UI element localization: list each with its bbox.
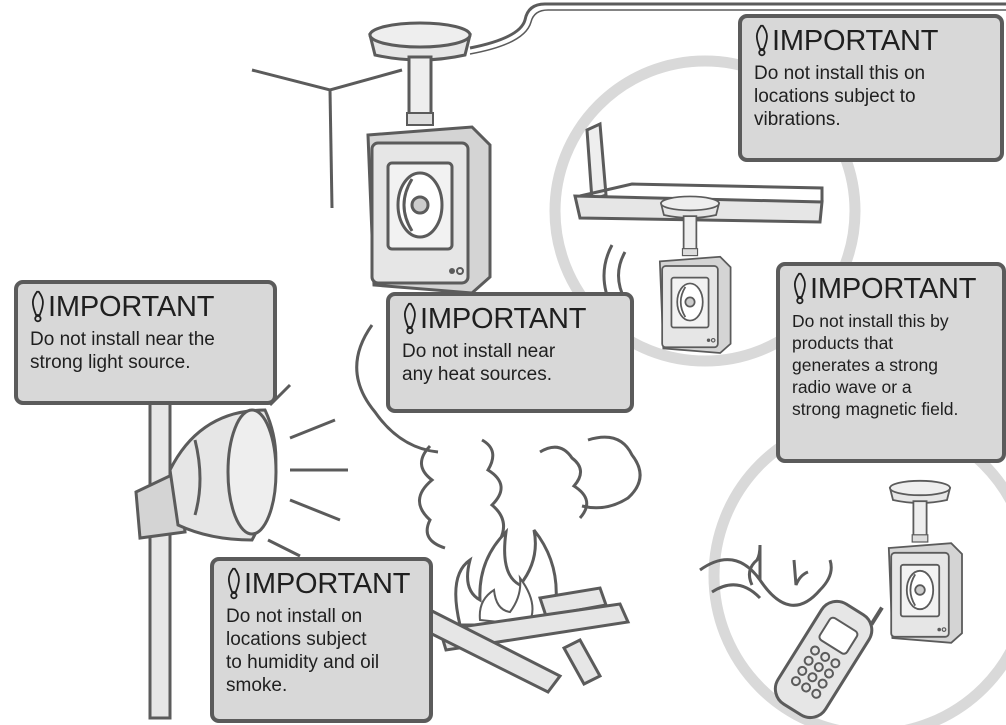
callout-light-source: IMPORTANT Do not install near the strong…	[14, 280, 277, 405]
callout-text: Do not install this on locations subject…	[754, 63, 926, 130]
campfire-icon	[417, 527, 631, 694]
callout-heading: IMPORTANT	[244, 568, 411, 600]
callout-heading: IMPORTANT	[48, 291, 215, 323]
callout-text: Do not install near the strong light sou…	[30, 329, 215, 373]
spotlight-icon	[134, 383, 348, 720]
callout-radio-wave: IMPORTANT Do not install this by product…	[776, 262, 1006, 463]
callout-humidity: IMPORTANT Do not install on locations su…	[210, 557, 433, 723]
callout-text: Do not install near any heat sources.	[402, 341, 556, 385]
callout-vibrations: IMPORTANT Do not install this on locatio…	[738, 14, 1004, 162]
important-icon	[227, 567, 240, 600]
important-icon	[31, 290, 44, 323]
callout-heat-source: IMPORTANT Do not install near any heat s…	[386, 292, 634, 413]
callout-heading: IMPORTANT	[420, 303, 587, 335]
important-icon	[755, 24, 768, 57]
camera-icon	[887, 479, 963, 644]
camera-icon	[366, 21, 492, 295]
callout-text: Do not install on locations subject to h…	[226, 606, 380, 696]
smoke	[418, 435, 642, 550]
important-icon	[403, 302, 416, 335]
music-note-icon	[747, 544, 809, 586]
callout-text: Do not install this by products that gen…	[792, 311, 959, 419]
callout-heading: IMPORTANT	[772, 25, 939, 57]
callout-heading: IMPORTANT	[810, 273, 977, 305]
phone-icon	[773, 599, 884, 720]
important-icon	[793, 272, 806, 305]
vibration-circle	[549, 55, 861, 367]
